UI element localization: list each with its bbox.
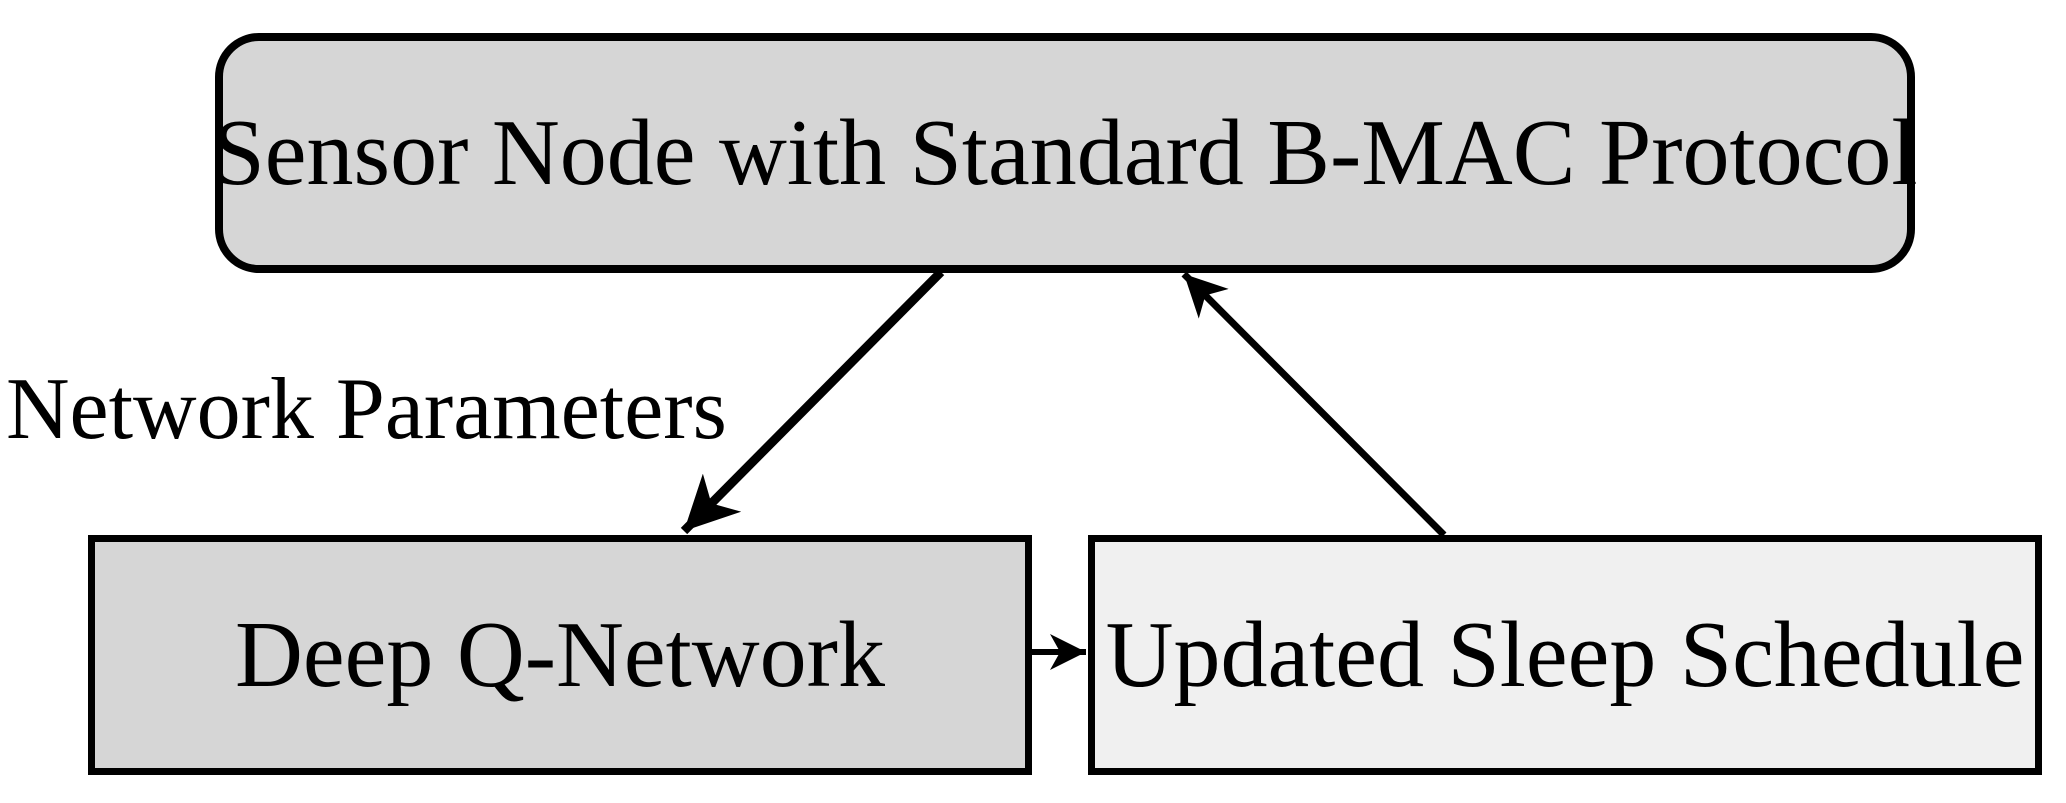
node-updated-sleep-schedule: Updated Sleep Schedule bbox=[1088, 535, 2042, 775]
arrow-uss-to-sensor bbox=[1181, 271, 1447, 538]
node-sensor-node-label: Sensor Node with Standard B-MAC Protocol bbox=[212, 101, 1918, 205]
edge-label-network-parameters: Network Parameters bbox=[6, 361, 727, 459]
node-updated-sleep-schedule-label: Updated Sleep Schedule bbox=[1105, 603, 2025, 707]
network-parameters-text: Network Parameters bbox=[6, 361, 727, 458]
node-sensor-node: Sensor Node with Standard B-MAC Protocol bbox=[212, 33, 1918, 273]
node-deep-q-network: Deep Q-Network bbox=[88, 535, 1032, 775]
node-deep-q-network-label: Deep Q-Network bbox=[235, 603, 885, 707]
